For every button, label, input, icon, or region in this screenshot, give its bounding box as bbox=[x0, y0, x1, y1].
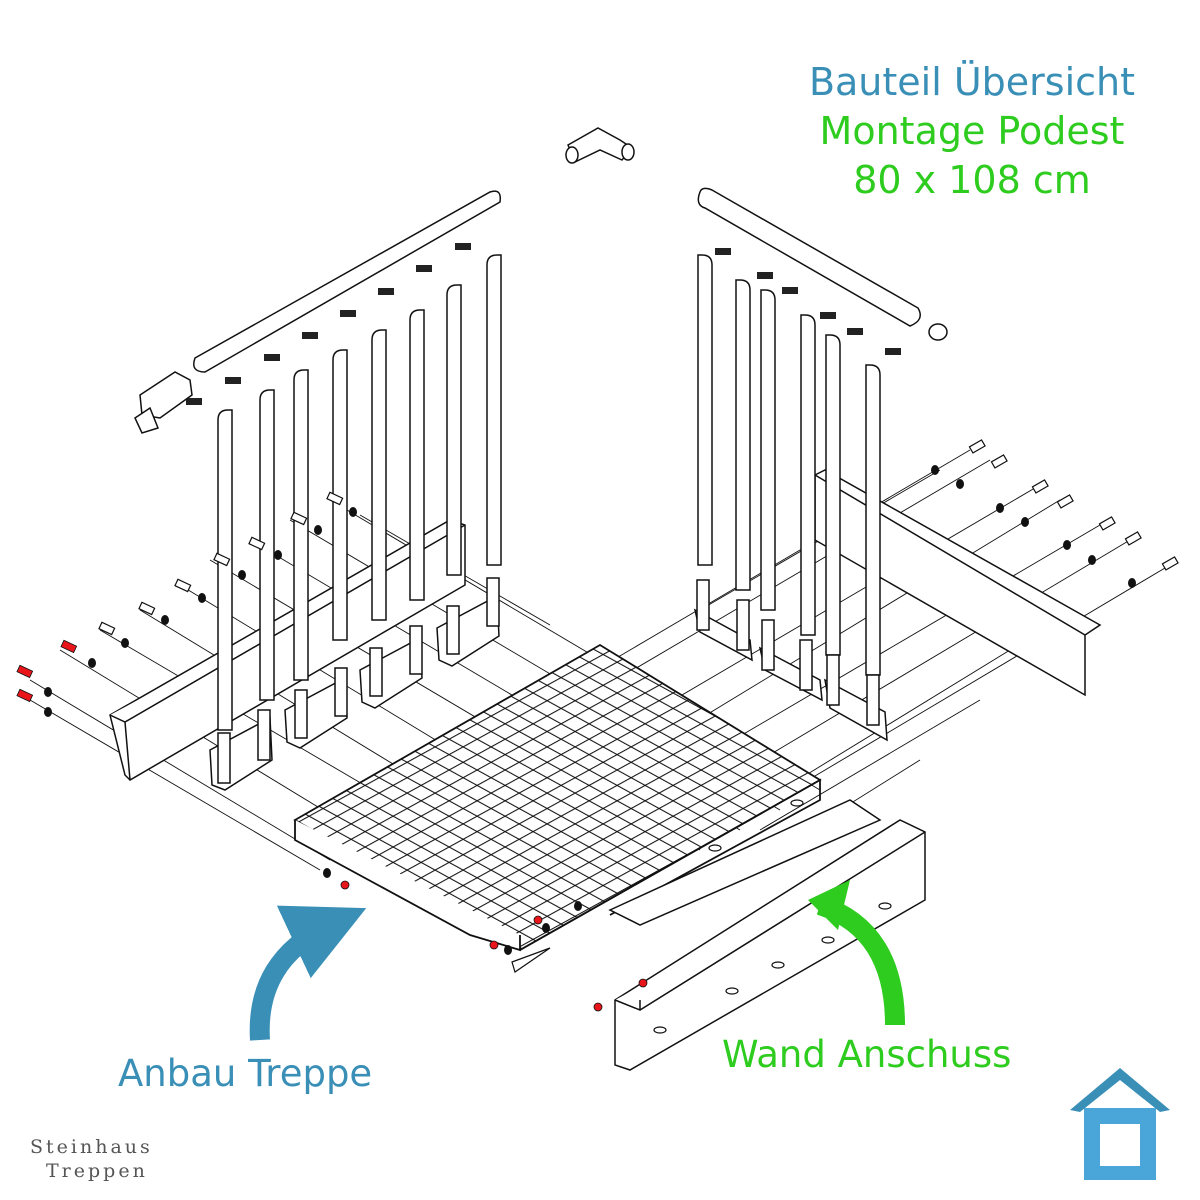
washers bbox=[44, 465, 1136, 955]
brand-line-1: Steinhaus bbox=[30, 1136, 153, 1158]
label-wand-anschuss: Wand Anschuss bbox=[722, 1033, 1012, 1076]
right-bolts bbox=[968, 439, 1179, 571]
right-end-cap bbox=[928, 323, 948, 341]
red-bolts bbox=[16, 639, 648, 1012]
title-line-2: Montage Podest bbox=[819, 109, 1125, 153]
title-line-1: Bauteil Übersicht bbox=[808, 60, 1136, 104]
left-bolts bbox=[98, 491, 344, 636]
wand-anschuss-arrowhead bbox=[808, 880, 850, 930]
left-railing-posts bbox=[217, 254, 502, 731]
right-handrail bbox=[697, 187, 921, 327]
right-base-plates bbox=[693, 579, 888, 742]
right-railing-posts bbox=[697, 254, 881, 676]
brand-line-2: Treppen bbox=[46, 1160, 148, 1182]
right-side-panel bbox=[814, 469, 1102, 697]
left-base-plates bbox=[209, 577, 500, 791]
bracket-slots bbox=[653, 799, 892, 1034]
anbau-treppe-arrow bbox=[249, 905, 367, 1041]
right-rail-clamps bbox=[715, 248, 901, 355]
label-anbau-treppe: Anbau Treppe bbox=[118, 1052, 373, 1095]
corner-connector bbox=[565, 127, 635, 164]
grating-platform bbox=[293, 643, 822, 952]
house-logo-icon bbox=[1070, 1068, 1170, 1180]
wedge-clip bbox=[511, 947, 551, 973]
left-rail-clamps bbox=[186, 243, 471, 405]
title-line-3: 80 x 108 cm bbox=[853, 158, 1091, 202]
left-handrail bbox=[193, 190, 502, 373]
left-elbow-connector bbox=[134, 371, 193, 434]
